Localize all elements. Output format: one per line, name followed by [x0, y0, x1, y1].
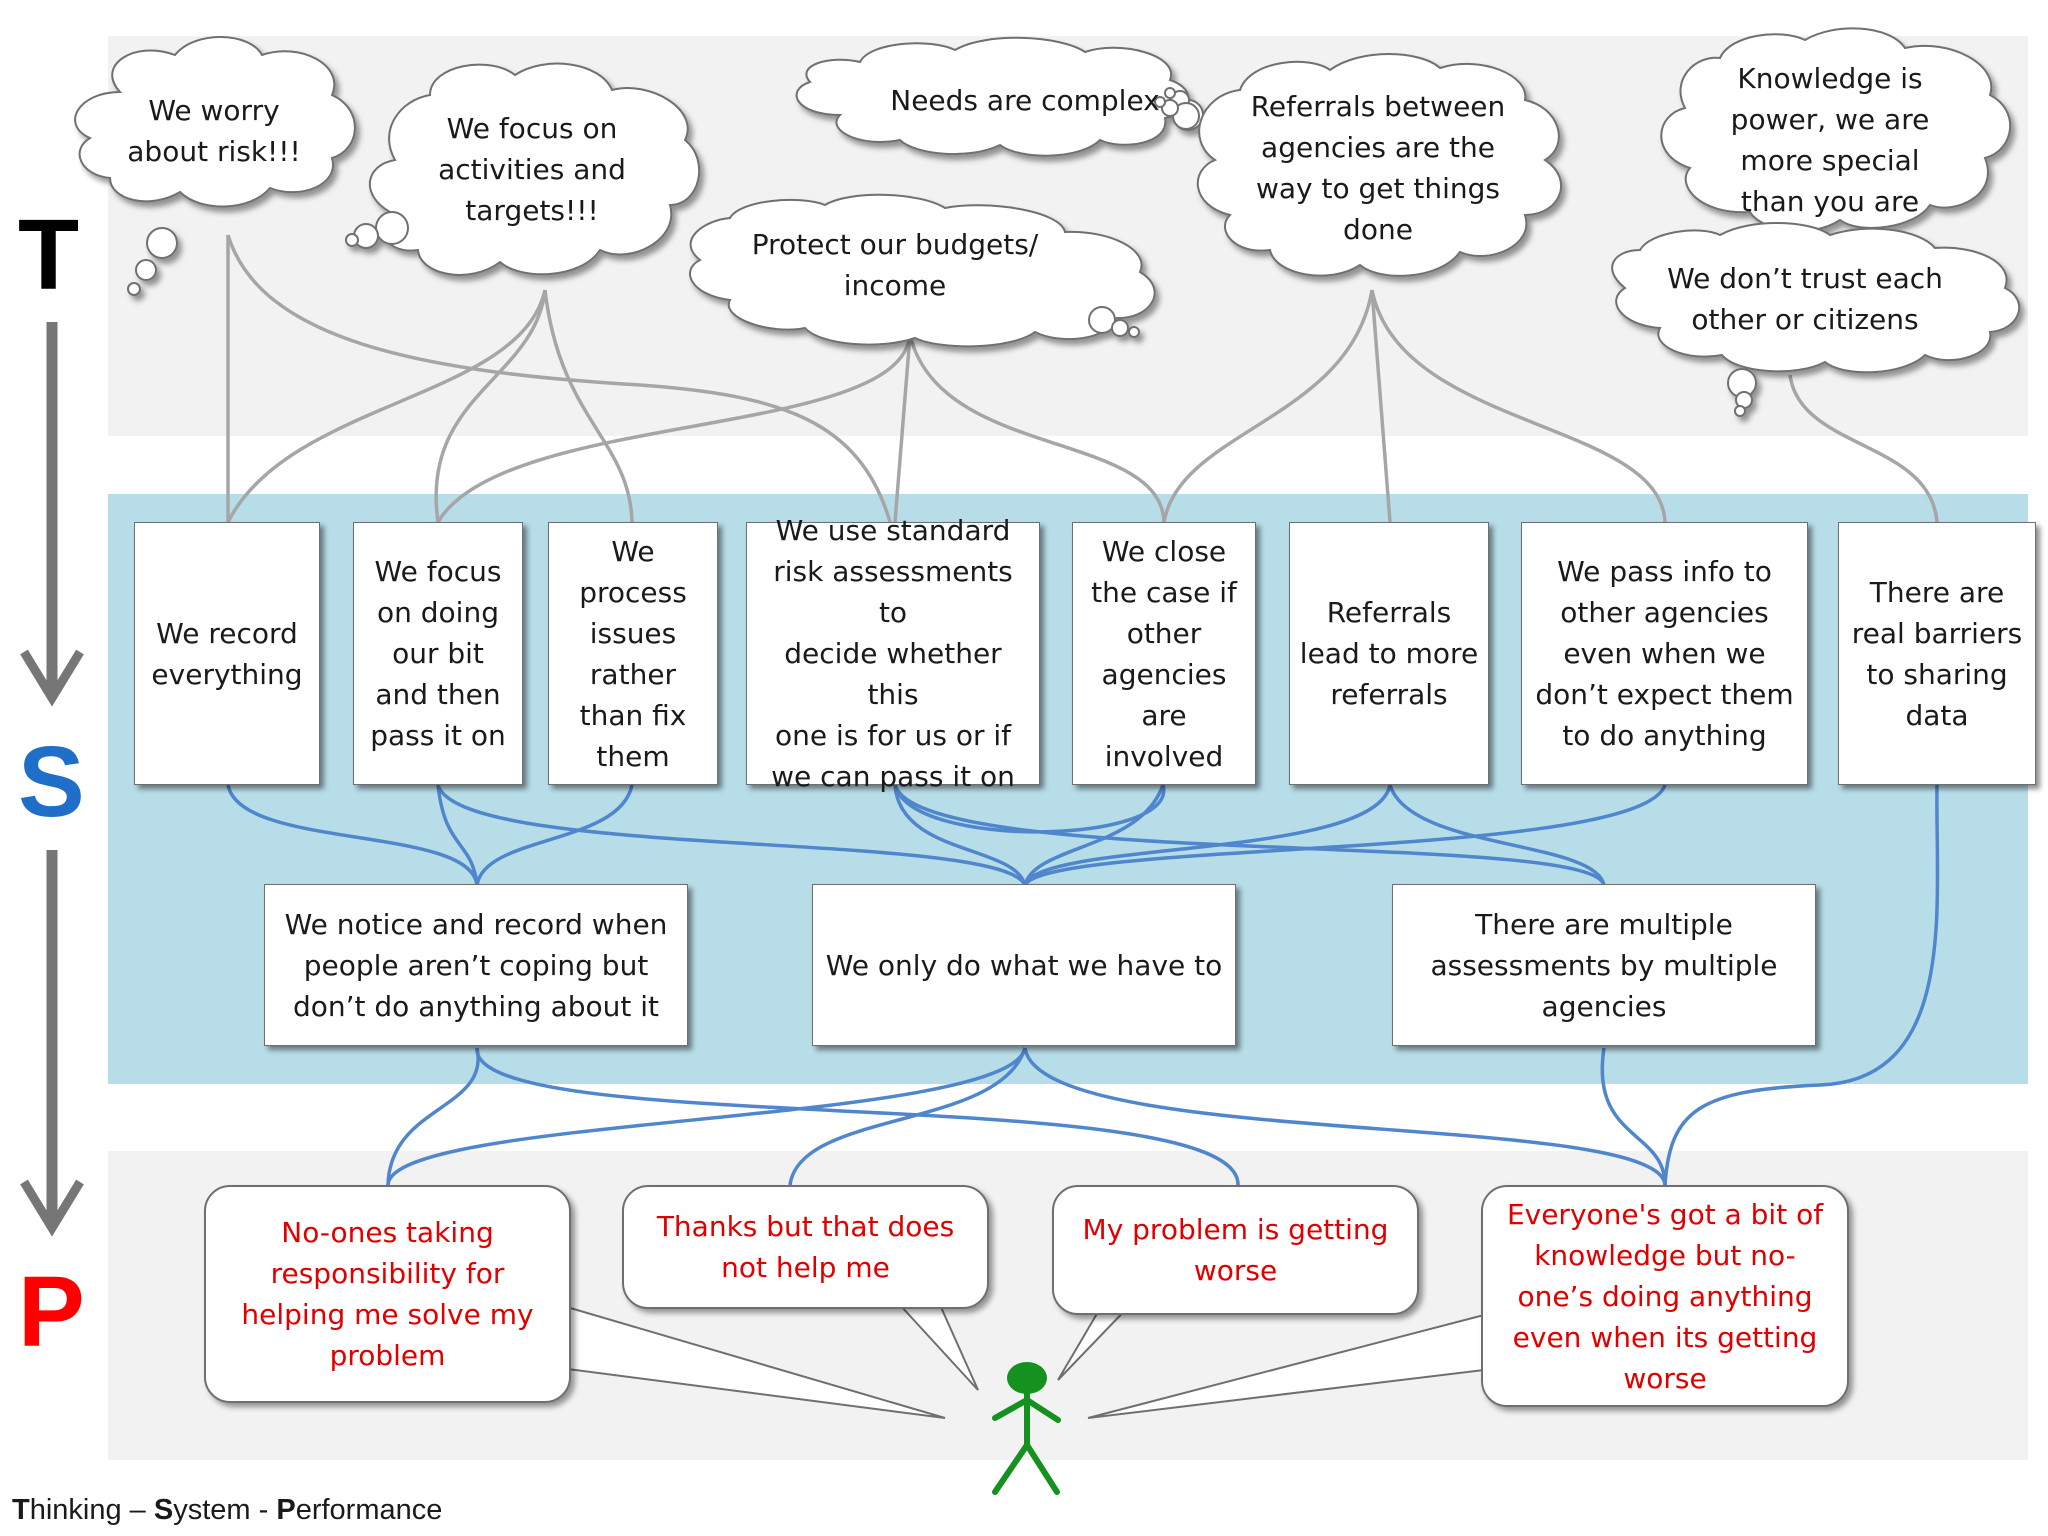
system-standard-risk-text: We use standard risk assessments to deci…: [771, 514, 1015, 793]
caption-t-initial: T: [12, 1494, 30, 1526]
thought-focus-activities: We focus on activities and targets!!!: [438, 112, 626, 227]
system-close-case-text: We close the case if other agencies are …: [1091, 534, 1237, 773]
performance-getting-worse-text: My problem is getting worse: [1082, 1213, 1389, 1287]
citizen-person-icon: [992, 1362, 1061, 1495]
thought-knowledge-power: Knowledge is power, we are more special …: [1730, 62, 1930, 218]
thought-worry-risk: We worry about risk!!!: [127, 94, 301, 168]
tail-thanks-not-help: [897, 1304, 979, 1391]
system-notice-record-text: We notice and record when people aren’t …: [284, 907, 668, 1023]
caption-thinking-system-performance: Thinking – System - Performance: [12, 1494, 442, 1527]
cloud-focus-activities: [369, 62, 701, 276]
system-pass-info: We pass info to other agencies even when…: [1521, 522, 1808, 785]
system-multiple-assessments: There are multiple assessments by multip…: [1392, 884, 1816, 1046]
cloud-worry-risk-dot-2: [135, 259, 157, 281]
cloud-focus-activities-dot-3: [345, 233, 359, 247]
performance-no-ones-taking: No-ones taking responsibility for helpin…: [204, 1185, 571, 1403]
thought-referrals-way: Referrals between agencies are the way t…: [1250, 90, 1506, 246]
system-referrals-more: Referrals lead to more referrals: [1289, 522, 1489, 785]
performance-no-ones-taking-text: No-ones taking responsibility for helpin…: [241, 1216, 534, 1372]
cloud-needs-complex-dot-3: [1164, 87, 1176, 99]
performance-getting-worse: My problem is getting worse: [1052, 1185, 1419, 1315]
performance-letter: P: [18, 1256, 85, 1368]
caption-s-initial: S: [153, 1494, 174, 1526]
performance-everyones-bit-text: Everyone's got a bit of knowledge but no…: [1506, 1197, 1824, 1395]
system-close-case: We close the case if other agencies are …: [1072, 522, 1256, 785]
system-referrals-more-text: Referrals lead to more referrals: [1299, 596, 1479, 711]
performance-thanks-not-help: Thanks but that does not help me: [622, 1185, 989, 1309]
caption-separator-1: –: [121, 1494, 154, 1526]
system-process-issues-text: We process issues rather than fix them: [579, 534, 687, 773]
caption-s-rest: ystem: [173, 1494, 251, 1526]
cloud-referrals-way-dot-2: [1161, 99, 1179, 117]
cloud-protect-budgets-dot-2: [1111, 319, 1129, 337]
cloud-dont-trust: [1611, 222, 2021, 374]
tail-no-ones-taking: [559, 1303, 946, 1419]
system-notice-record: We notice and record when people aren’t …: [264, 884, 688, 1046]
caption-p-rest: erformance: [295, 1494, 443, 1526]
thought-needs-complex: Needs are complex: [890, 84, 1160, 117]
system-letter: S: [18, 726, 85, 838]
system-only-do: We only do what we have to: [812, 884, 1236, 1046]
performance-thanks-not-help-text: Thanks but that does not help me: [656, 1210, 955, 1284]
cloud-dont-trust-dot-3: [1734, 405, 1746, 417]
cloud-referrals-way-dot-3: [1154, 96, 1166, 108]
cloud-knowledge-power: [1660, 27, 2012, 232]
cloud-protect-budgets-dot-1: [1088, 306, 1116, 334]
cloud-referrals-way: [1196, 53, 1563, 277]
tail-everyones-bit: [1087, 1313, 1485, 1419]
cloud-needs-complex: [795, 36, 1190, 157]
system-record-everything: We record everything: [134, 522, 320, 785]
cloud-protect-budgets: [689, 193, 1156, 348]
system-record-everything-text: We record everything: [151, 616, 303, 691]
system-process-issues: We process issues rather than fix them: [548, 522, 718, 785]
system-real-barriers-text: There are real barriers to sharing data: [1851, 575, 2023, 732]
performance-everyones-bit: Everyone's got a bit of knowledge but no…: [1481, 1185, 1849, 1407]
thought-protect-budgets: Protect our budgets/ income: [751, 228, 1039, 302]
thinking-letter: T: [18, 199, 80, 311]
cloud-worry-risk-dot-3: [127, 282, 141, 296]
thought-clouds: [74, 27, 2021, 417]
cloud-worry-risk-dot-1: [146, 227, 178, 259]
system-focus-our-bit: We focus on doing our bit and then pass …: [353, 522, 523, 785]
cloud-protect-budgets-dot-3: [1128, 326, 1140, 338]
system-multiple-assessments-text: There are multiple assessments by multip…: [1430, 907, 1778, 1023]
system-pass-info-text: We pass info to other agencies even when…: [1535, 555, 1794, 752]
system-real-barriers: There are real barriers to sharing data: [1838, 522, 2036, 785]
caption-t-rest: hinking: [29, 1494, 122, 1526]
cloud-worry-risk: [74, 36, 356, 208]
caption-separator-2: -: [250, 1494, 277, 1526]
thinking-connectors: [226, 234, 1939, 523]
system-only-do-text: We only do what we have to: [825, 948, 1223, 982]
thought-dont-trust: We don’t trust each other or citizens: [1667, 262, 1943, 336]
system-connectors: [226, 784, 1940, 1186]
system-focus-our-bit-text: We focus on doing our bit and then pass …: [370, 555, 506, 752]
flow-arrows: [20, 322, 84, 1237]
system-standard-risk: We use standard risk assessments to deci…: [746, 514, 1040, 793]
caption-p-initial: P: [276, 1494, 296, 1526]
cloud-focus-activities-dot-1: [375, 211, 409, 245]
